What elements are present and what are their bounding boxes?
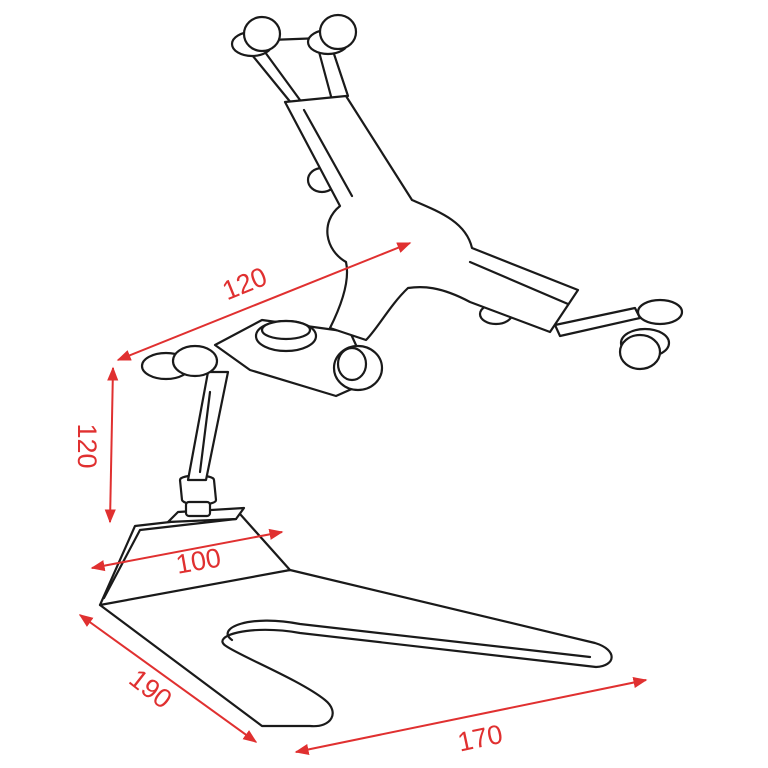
dimension-column-height: 120 [72, 366, 119, 524]
stand-column [178, 370, 230, 518]
dimension-label-arm-length: 120 [218, 261, 271, 306]
upper-left-knob [242, 15, 282, 53]
left-knob-collar [171, 344, 219, 378]
holder-arm-plate [283, 94, 580, 342]
tablet-holder [230, 13, 684, 371]
right-lower-knob [618, 333, 662, 371]
column-joint [184, 500, 212, 518]
upper-right-prong [316, 46, 350, 102]
dimension-label-column-height: 120 [72, 423, 102, 468]
holder-arm-edge-right [468, 260, 570, 306]
right-knob-face [336, 346, 368, 382]
right-upper-knob [636, 298, 684, 326]
holder-arm-edge [302, 108, 354, 198]
upper-right-knob [318, 13, 358, 51]
column-rod-shade [198, 390, 212, 474]
dimension-label-base-front-length: 170 [455, 719, 505, 758]
stand-base [98, 506, 613, 728]
column-rod [186, 370, 230, 482]
dimension-label-base-side-depth: 190 [124, 663, 178, 714]
dimension-base-front-length: 170 [294, 677, 648, 758]
joint-top-cap [260, 319, 312, 341]
right-arm-rod [553, 306, 642, 338]
